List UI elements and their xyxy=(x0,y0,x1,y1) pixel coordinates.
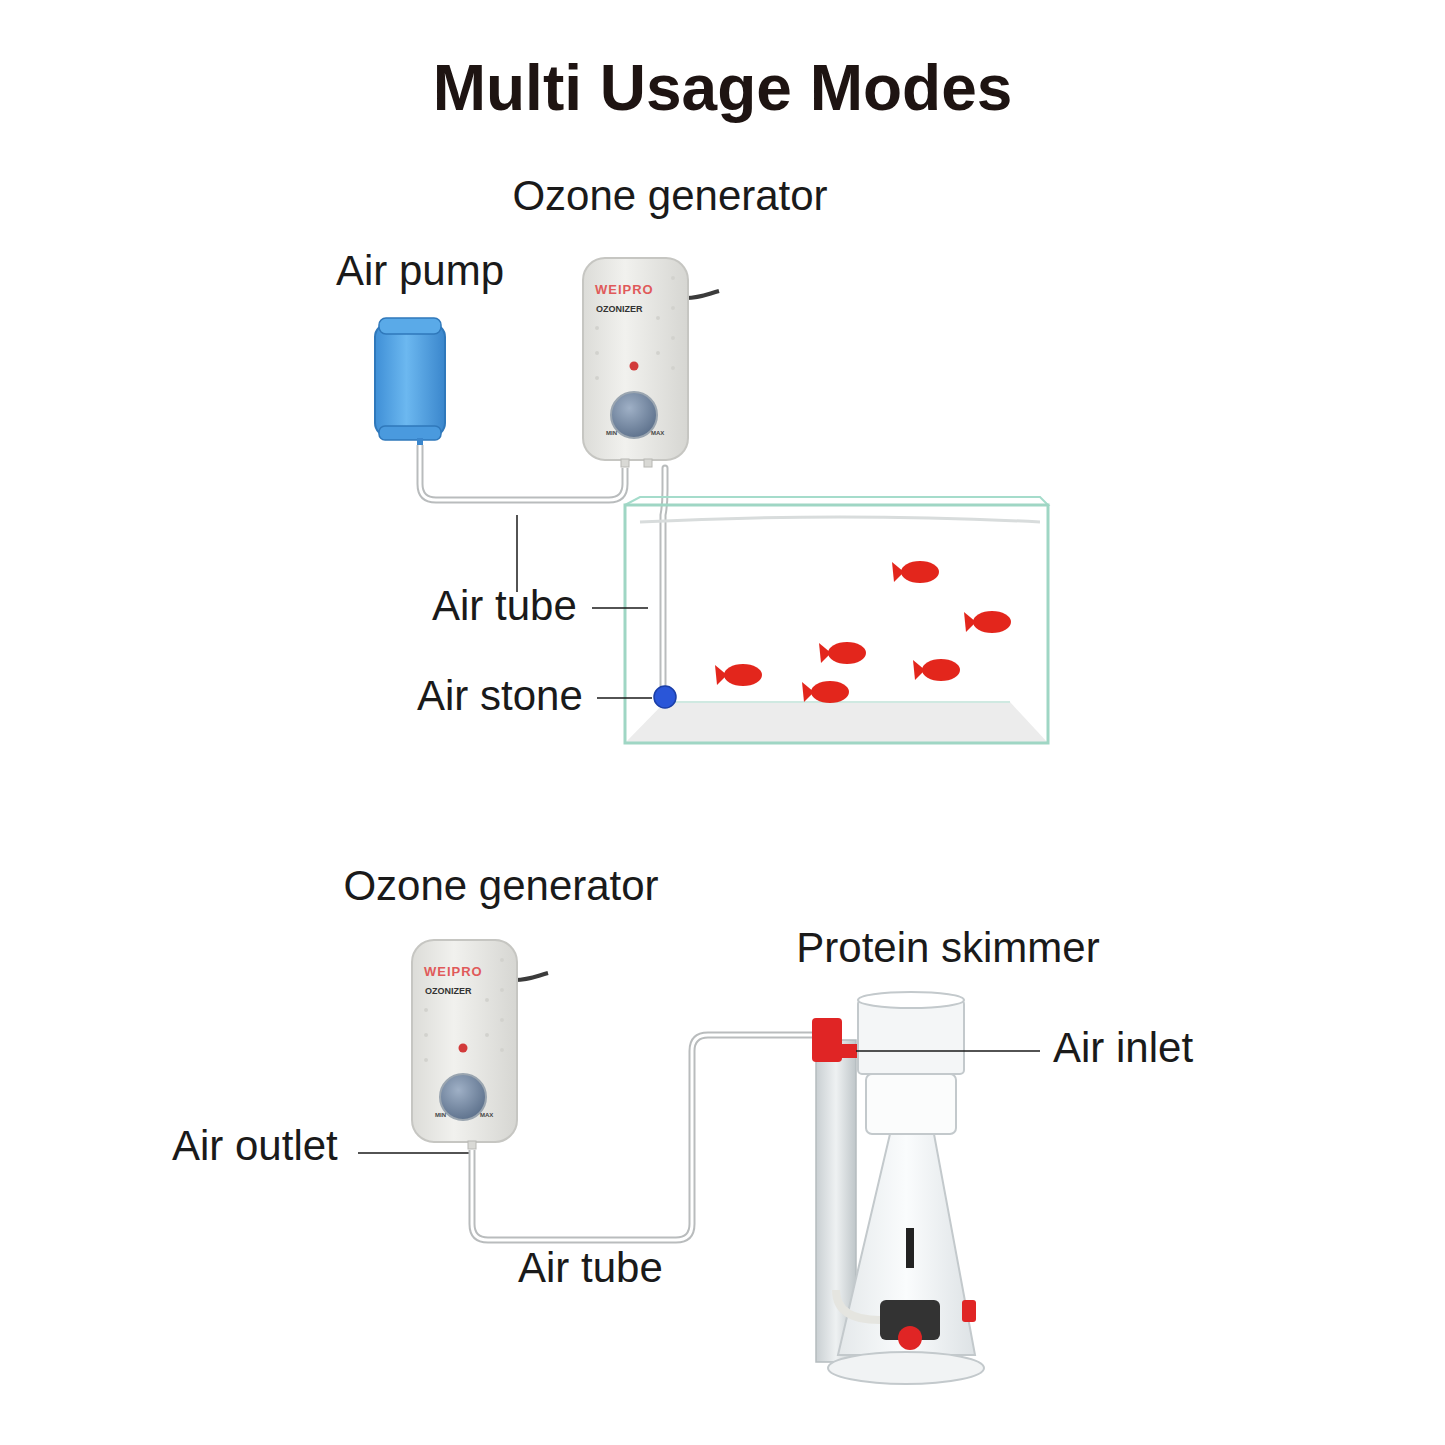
air-tube xyxy=(663,468,665,688)
dial-mark: MAX xyxy=(480,1112,493,1119)
part-label: Air inlet xyxy=(1053,1024,1193,1072)
tube-outline xyxy=(420,445,625,500)
tube-core xyxy=(420,445,625,500)
fish-group xyxy=(715,561,1011,703)
air-tube-connector xyxy=(420,445,625,500)
cup-lid xyxy=(858,992,964,1008)
diagram-title: Multi Usage Modes xyxy=(0,52,1445,126)
ozonizer-device xyxy=(583,258,719,467)
node-heading: Ozone generator xyxy=(495,172,845,220)
control-dial xyxy=(440,1074,486,1120)
pump-top-ridge xyxy=(379,318,441,334)
skimmer-riser xyxy=(906,1228,914,1268)
control-dial xyxy=(611,392,657,438)
node-heading: Ozone generator xyxy=(325,862,677,910)
node-heading: Air pump xyxy=(320,247,520,295)
water-surface xyxy=(640,517,1040,522)
ozonizer-body xyxy=(583,258,688,460)
aquarium-tank xyxy=(625,497,1048,743)
ozone-generator-unit: Ozone generator xyxy=(325,862,677,1150)
air-stone xyxy=(654,686,676,708)
power-light xyxy=(630,362,639,371)
skimmer-cone xyxy=(838,1134,975,1355)
inlet-fitting xyxy=(812,1018,842,1062)
pump-bottom-ridge xyxy=(379,426,441,440)
emboss-dots xyxy=(595,276,675,380)
protein-skimmer-unit: Protein skimmer xyxy=(780,924,1116,1390)
air-tube-connector xyxy=(472,1035,780,1240)
part-label: Air tube xyxy=(518,1244,663,1292)
dial-mark: MIN xyxy=(435,1112,446,1119)
power-light xyxy=(459,1044,468,1053)
air-outlet-nub xyxy=(468,1141,476,1149)
brand-text: WEIPRO xyxy=(424,965,483,980)
air-tube-core xyxy=(663,468,665,688)
emboss-dots xyxy=(424,958,504,1062)
tank-glass xyxy=(625,505,1048,743)
air-pump-device xyxy=(375,318,445,447)
leader-lines xyxy=(358,1051,1040,1153)
device-text: OZONIZER xyxy=(425,986,472,996)
dial-mark: MAX xyxy=(651,430,664,437)
ozonizer-body xyxy=(412,940,517,1142)
tube-outline xyxy=(472,1035,780,1240)
ozonizer-device xyxy=(412,940,548,1149)
node-heading: Protein skimmer xyxy=(780,924,1116,972)
air-pump-unit: Air pump xyxy=(320,247,520,445)
power-cord xyxy=(515,973,548,980)
collection-cup xyxy=(858,1000,964,1074)
device-text: OZONIZER xyxy=(596,304,643,314)
power-cord xyxy=(686,291,719,298)
ozone-generator-unit: Ozone generator xyxy=(495,172,845,468)
side-valve xyxy=(962,1300,976,1322)
dial-mark: MIN xyxy=(606,430,617,437)
skimmer-neck xyxy=(866,1074,956,1134)
brand-text: WEIPRO xyxy=(595,283,654,298)
air-inlet-nub xyxy=(621,459,629,467)
air-hose xyxy=(836,1290,880,1320)
pump-body xyxy=(375,324,445,436)
part-label: Air outlet xyxy=(172,1122,338,1170)
tank-floor xyxy=(625,702,1048,743)
tube-core xyxy=(472,1035,780,1240)
part-label: Air tube xyxy=(432,582,577,630)
part-label: Air stone xyxy=(417,672,583,720)
pump-cap xyxy=(898,1326,922,1350)
skimmer-base xyxy=(828,1352,984,1384)
air-outlet-nub xyxy=(644,459,652,467)
